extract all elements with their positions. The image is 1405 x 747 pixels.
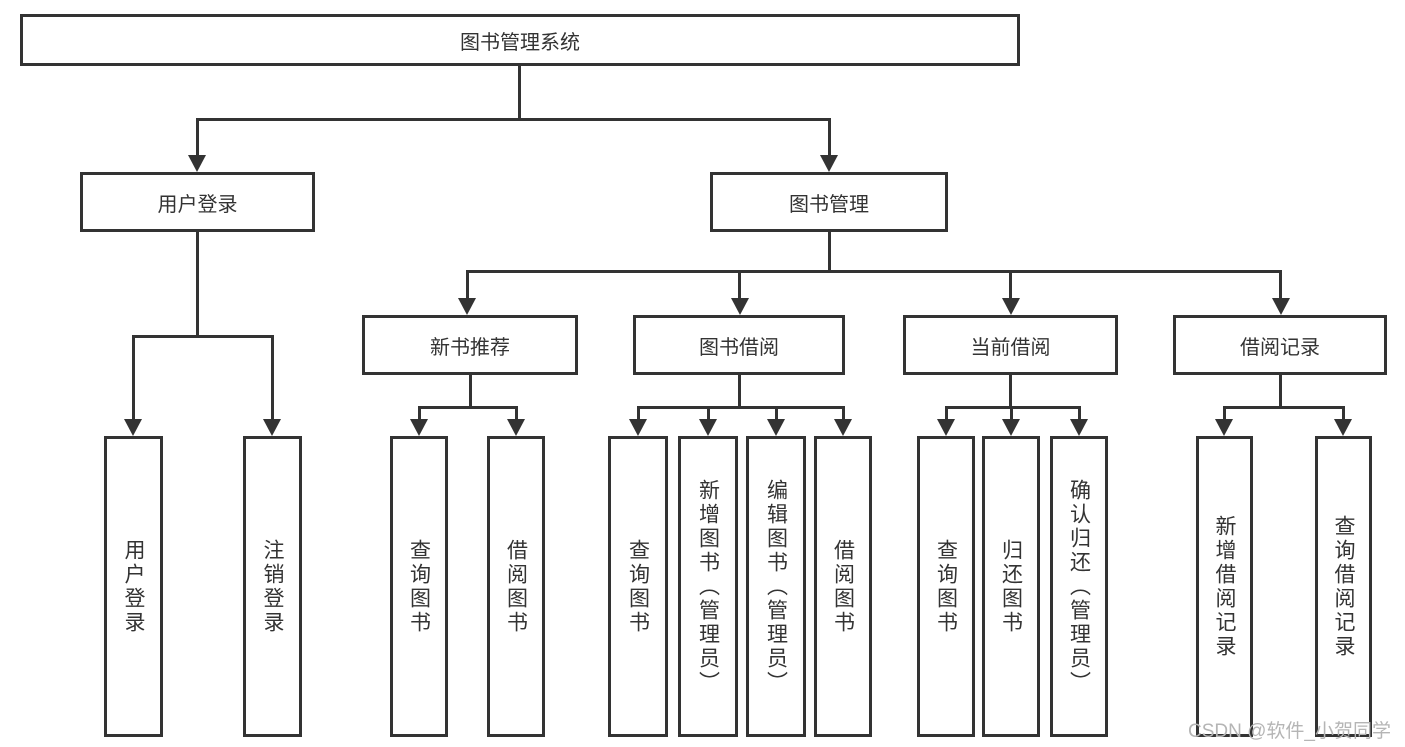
connector-line: [738, 375, 741, 408]
node-book-management: 图书管理: [710, 172, 948, 232]
arrow-down-icon: [1002, 298, 1020, 315]
connector-line: [196, 232, 199, 336]
arrow-down-icon: [1070, 419, 1088, 436]
leaf-borrowing-edit-books-admin: 编辑图书（管理员）: [746, 436, 806, 737]
node-book-borrowing: 图书借阅: [633, 315, 845, 375]
arrow-down-icon: [937, 419, 955, 436]
connector-line: [637, 406, 845, 409]
connector-line: [418, 406, 421, 421]
leaf-current-query-books: 查询图书: [917, 436, 975, 737]
arrow-down-icon: [1272, 298, 1290, 315]
arrow-down-icon: [820, 155, 838, 172]
csdn-watermark: CSDN @软件_小贺同学: [1188, 721, 1391, 742]
connector-line: [518, 66, 521, 119]
leaf-recommend-query-books: 查询图书: [390, 436, 448, 737]
arrow-down-icon: [767, 419, 785, 436]
arrow-down-icon: [1334, 419, 1352, 436]
connector-line: [466, 270, 469, 298]
connector-line: [466, 270, 1282, 273]
leaf-records-query-borrow-record: 查询借阅记录: [1315, 436, 1372, 737]
connector-line: [418, 406, 518, 409]
leaf-borrowing-borrow-books: 借阅图书: [814, 436, 872, 737]
connector-line: [828, 232, 831, 272]
node-library-management-system: 图书管理系统: [20, 14, 1020, 66]
arrow-down-icon: [410, 419, 428, 436]
connector-line: [1010, 406, 1013, 421]
connector-line: [637, 406, 640, 421]
connector-line: [1342, 406, 1345, 421]
connector-line: [1279, 375, 1282, 408]
arrow-down-icon: [188, 155, 206, 172]
leaf-current-return-books: 归还图书: [982, 436, 1040, 737]
leaf-logout: 注销登录: [243, 436, 302, 737]
arrow-down-icon: [263, 419, 281, 436]
connector-line: [196, 118, 831, 121]
connector-line: [707, 406, 710, 421]
arrow-down-icon: [699, 419, 717, 436]
leaf-borrowing-add-books-admin: 新增图书（管理员）: [678, 436, 738, 737]
arrow-down-icon: [1215, 419, 1233, 436]
leaf-current-confirm-return-admin: 确认归还（管理员）: [1050, 436, 1108, 737]
node-user-login: 用户登录: [80, 172, 315, 232]
node-current-borrowing: 当前借阅: [903, 315, 1118, 375]
leaf-borrowing-query-books: 查询图书: [608, 436, 668, 737]
connector-line: [945, 406, 948, 421]
leaf-user-login: 用户登录: [104, 436, 163, 737]
connector-line: [1223, 406, 1226, 421]
node-new-book-recommend: 新书推荐: [362, 315, 578, 375]
connector-line: [271, 335, 274, 420]
connector-line: [132, 335, 135, 420]
connector-line: [1279, 270, 1282, 298]
connector-line: [775, 406, 778, 421]
connector-line: [1009, 270, 1012, 298]
arrow-down-icon: [731, 298, 749, 315]
connector-line: [1078, 406, 1081, 421]
arrow-down-icon: [834, 419, 852, 436]
connector-line: [842, 406, 845, 421]
connector-line: [738, 270, 741, 298]
arrow-down-icon: [507, 419, 525, 436]
connector-line: [132, 335, 274, 338]
connector-line: [515, 406, 518, 421]
arrow-down-icon: [458, 298, 476, 315]
connector-line: [1223, 406, 1345, 409]
connector-line: [1009, 375, 1012, 408]
connector-line: [469, 375, 472, 408]
connector-line: [828, 118, 831, 156]
arrow-down-icon: [124, 419, 142, 436]
leaf-recommend-borrow-books: 借阅图书: [487, 436, 545, 737]
leaf-records-add-borrow-record: 新增借阅记录: [1196, 436, 1253, 737]
arrow-down-icon: [1002, 419, 1020, 436]
node-borrowing-records: 借阅记录: [1173, 315, 1387, 375]
connector-line: [196, 118, 199, 156]
arrow-down-icon: [629, 419, 647, 436]
